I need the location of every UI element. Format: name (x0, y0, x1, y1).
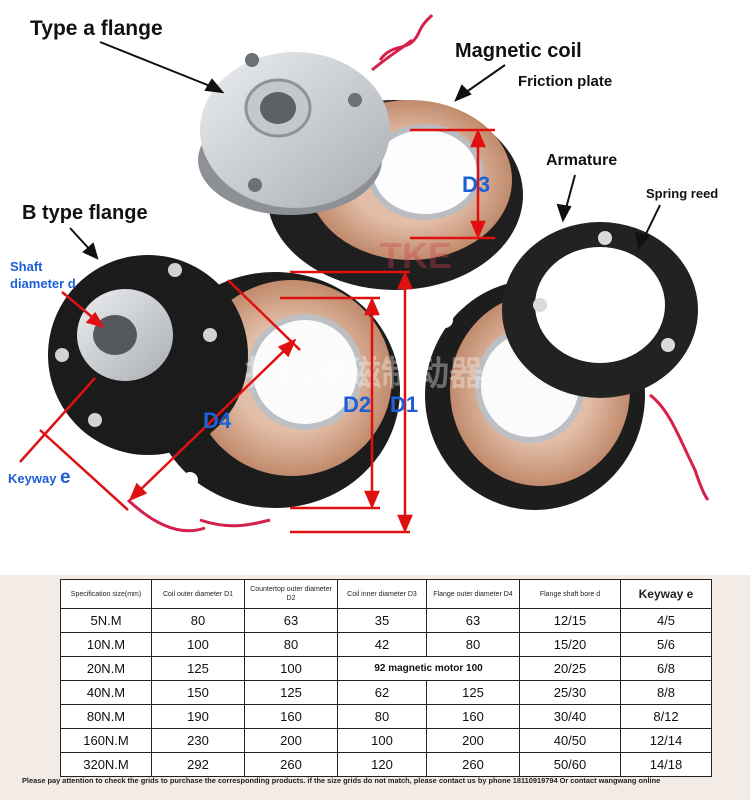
table-cell: 20N.M (60, 656, 152, 681)
table-cell: 125 (151, 656, 245, 681)
type-a-flange (198, 52, 390, 215)
table-cell: 42 (337, 632, 427, 657)
table-cell: 230 (151, 728, 245, 753)
table-row: 80N.M 190 160 80 160 30/40 8/12 (60, 704, 712, 729)
watermark-logo: TKE (380, 235, 452, 276)
product-photo: TKE 拓科电磁制动器 (8, 14, 719, 534)
type-a-flange-label: Type a flange (30, 17, 163, 40)
table-cell: 5/6 (620, 632, 712, 657)
header-specification: Specification size(mm) (60, 579, 152, 609)
shaft-diameter-label-line2: diameter d (10, 276, 76, 291)
header-flange-outer-d4: Flange outer diameter D4 (426, 579, 520, 609)
table-cell: 200 (244, 728, 338, 753)
b-type-flange (48, 255, 248, 455)
table-cell: 200 (426, 728, 520, 753)
watermark-cn: 拓科电磁制动器 (245, 354, 484, 394)
table-cell: 15/20 (519, 632, 621, 657)
table-cell: 292 (151, 752, 245, 777)
table-cell-merged-note: 92 magnetic motor 100 (337, 656, 520, 681)
table-cell: 320N.M (60, 752, 152, 777)
table-cell: 40N.M (60, 680, 152, 705)
table-row: 160N.M 230 200 100 200 40/50 12/14 (60, 728, 712, 753)
table-cell: 125 (426, 680, 520, 705)
d3-label: D3 (462, 172, 491, 197)
table-cell: 150 (151, 680, 245, 705)
table-cell: 80 (244, 632, 338, 657)
specification-area: Specification size(mm) Coil outer diamet… (0, 575, 750, 800)
table-cell: 30/40 (519, 704, 621, 729)
table-cell: 14/18 (620, 752, 712, 777)
d1-label: D1 (390, 392, 419, 417)
table-cell: 120 (337, 752, 427, 777)
d4-label: D4 (203, 408, 232, 433)
table-cell: 80 (337, 704, 427, 729)
table-cell: 100 (151, 632, 245, 657)
watermark: TKE 拓科电磁制动器 (245, 235, 484, 394)
spring-reed-label: Spring reed (646, 186, 719, 201)
table-cell: 8/12 (620, 704, 712, 729)
table-cell: 80 (151, 608, 245, 633)
magnetic-coil-label: Magnetic coil (455, 40, 582, 62)
table-header-row: Specification size(mm) Coil outer diamet… (60, 579, 712, 609)
header-coil-inner-d3: Coil inner diameter D3 (337, 579, 427, 609)
table-cell: 160 (244, 704, 338, 729)
keyway-letter: e (60, 467, 71, 488)
armature-label: Armature (546, 152, 618, 169)
keyway-label: Keyway e (8, 467, 71, 489)
table-row: 10N.M 100 80 42 80 15/20 5/6 (60, 632, 712, 657)
table-cell: 100 (244, 656, 338, 681)
b-type-flange-label: B type flange (22, 202, 148, 224)
table-row: 40N.M 150 125 62 125 25/30 8/8 (60, 680, 712, 705)
table-cell: 4/5 (620, 608, 712, 633)
dimension-lines (19, 128, 495, 534)
table-cell: 5N.M (60, 608, 152, 633)
table-cell: 80N.M (60, 704, 152, 729)
table-cell: 80 (426, 632, 520, 657)
header-coil-outer-d1: Coil outer diameter D1 (151, 579, 245, 609)
table-cell: 20/25 (519, 656, 621, 681)
d2-label: D2 (343, 392, 372, 417)
header-flange-bore-d: Flange shaft bore d (519, 579, 621, 609)
table-row: 20N.M 125 100 92 magnetic motor 100 20/2… (60, 656, 712, 681)
table-row: 320N.M 292 260 120 260 50/60 14/18 (60, 752, 712, 777)
table-cell: 100 (337, 728, 427, 753)
table-cell: 6/8 (620, 656, 712, 681)
header-keyway-e: Keyway e (620, 579, 712, 609)
table-cell: 63 (244, 608, 338, 633)
table-cell: 50/60 (519, 752, 621, 777)
label-pointers (69, 41, 661, 260)
table-cell: 63 (426, 608, 520, 633)
footer-note: Please pay attention to check the grids … (22, 776, 661, 785)
specification-table: Specification size(mm) Coil outer diamet… (60, 579, 712, 777)
shaft-diameter-label-line1: Shaft (10, 259, 43, 274)
table-cell: 160 (426, 704, 520, 729)
table-cell: 25/30 (519, 680, 621, 705)
keyway-word: Keyway (8, 471, 57, 486)
table-cell: 12/15 (519, 608, 621, 633)
table-cell: 62 (337, 680, 427, 705)
table-cell: 40/50 (519, 728, 621, 753)
lead-wires (126, 14, 710, 533)
friction-plate-label: Friction plate (518, 73, 613, 90)
header-countertop-outer-d2: Countertop outer diameter D2 (244, 579, 338, 609)
table-cell: 12/14 (620, 728, 712, 753)
table-cell: 35 (337, 608, 427, 633)
table-cell: 10N.M (60, 632, 152, 657)
table-cell: 190 (151, 704, 245, 729)
table-cell: 125 (244, 680, 338, 705)
armature-plate (502, 222, 698, 398)
table-row: 5N.M 80 63 35 63 12/15 4/5 (60, 608, 712, 633)
table-cell: 8/8 (620, 680, 712, 705)
clutch-illustration: TKE 拓科电磁制动器 (19, 14, 710, 534)
table-cell: 160N.M (60, 728, 152, 753)
table-cell: 260 (244, 752, 338, 777)
table-cell: 260 (426, 752, 520, 777)
